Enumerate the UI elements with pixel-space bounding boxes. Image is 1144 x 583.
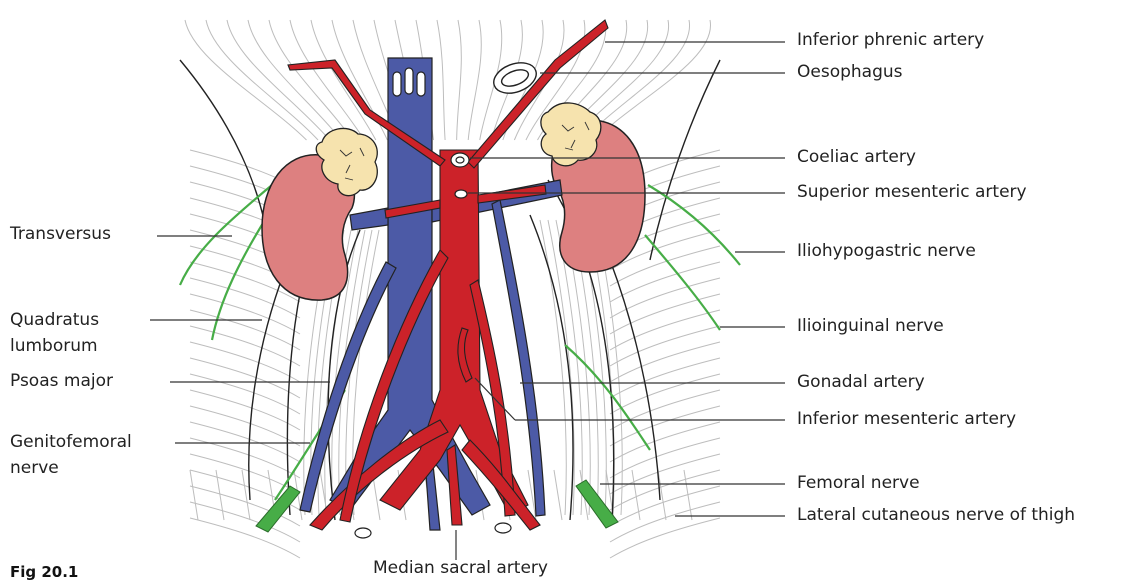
label-coeliac-artery: Coeliac artery [797, 147, 916, 168]
muscle-fibre-line [554, 470, 562, 520]
label-transversus: Transversus [10, 224, 111, 245]
label-oesophagus: Oesophagus [797, 62, 903, 83]
muscle-fibre-line [468, 20, 481, 140]
muscle-fibre-line [437, 20, 445, 140]
label-lumborum: lumborum [10, 336, 98, 357]
muscle-fibre-line [540, 220, 566, 515]
label-genitofemoral-nerve: nerve [10, 458, 59, 479]
ilioinguinal-nerve-left [212, 215, 268, 340]
label-quadratus: Quadratus [10, 310, 99, 331]
muscle-fibre-line [290, 20, 364, 140]
muscle-fibre-line [190, 470, 198, 520]
muscle-fibre-line [457, 20, 462, 140]
muscle-fibre-line [190, 518, 300, 558]
label-iliohypogastric-nerve: Iliohypogastric nerve [797, 241, 976, 262]
label-ilioinguinal-nerve: Ilioinguinal nerve [797, 316, 944, 337]
muscle-fibre-line [185, 20, 307, 140]
muscle-fibre-line [206, 20, 318, 140]
muscle-fibre-line [227, 20, 330, 140]
label-psoas-major: Psoas major [10, 371, 113, 392]
quadratus-outline-left [249, 270, 285, 500]
right-renal-vein [350, 208, 388, 230]
label-median-sacral-artery: Median sacral artery [373, 558, 548, 579]
quadratus-outline-right [610, 260, 660, 500]
label-genitofemoral: Genitofemoral [10, 432, 132, 453]
muscle-fibre-line [610, 518, 720, 558]
adrenal-right [541, 103, 601, 166]
label-inferior-phrenic-artery: Inferior phrenic artery [797, 30, 984, 51]
label-inferior-mesenteric-artery: Inferior mesenteric artery [797, 409, 1016, 430]
label-femoral-nerve: Femoral nerve [797, 473, 920, 494]
figure-number: Fig 20.1 [10, 563, 78, 581]
label-superior-mesenteric-artery: Superior mesenteric artery [797, 182, 1027, 203]
femoral-nerve-left [256, 486, 300, 532]
label-gonadal-artery: Gonadal artery [797, 372, 925, 393]
muscle-fibre-line [248, 20, 341, 140]
label-lateral-cutaneous-nerve-of-thigh: Lateral cutaneous nerve of thigh [797, 505, 1075, 526]
